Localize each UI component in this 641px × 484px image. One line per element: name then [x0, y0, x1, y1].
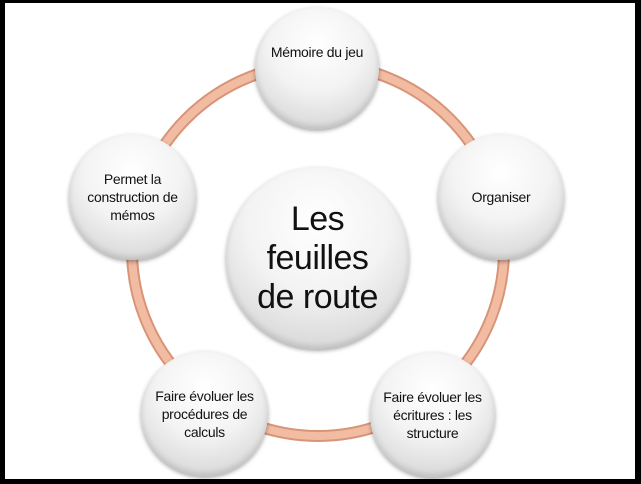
node-ecritures: Faire évoluer les écritures : les struct… — [370, 352, 495, 477]
node-label: Faire évoluer les écritures : les struct… — [383, 388, 482, 441]
node-label: Faire évoluer les procédures de calculs — [155, 387, 254, 440]
node-memoire: Mémoire du jeu — [255, 7, 379, 129]
node-label: Mémoire du jeu — [270, 44, 364, 60]
node-procedures: Faire évoluer les procédures de calculs — [141, 351, 268, 476]
node-label: Organiser — [471, 189, 531, 205]
node-memos: Permet la construction de mémos — [69, 134, 196, 260]
node-label: Permet la construction de mémos — [87, 171, 178, 223]
center-node: Les feuilles de route — [226, 167, 409, 349]
center-label: Les feuilles de route — [257, 199, 378, 316]
node-organiser: Organiser — [438, 134, 564, 260]
